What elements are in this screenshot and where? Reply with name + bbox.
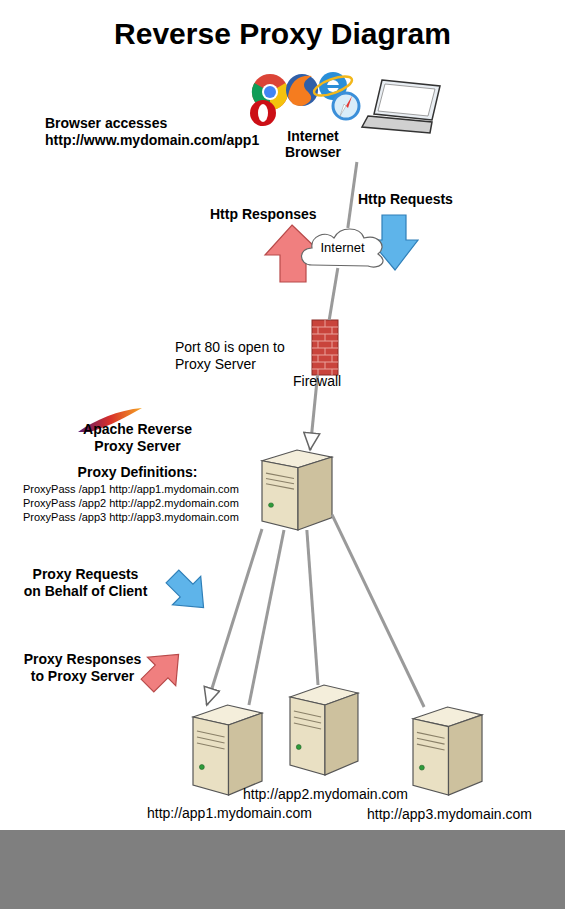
proxy-definition: ProxyPass /app2 http://app2.mydomain.com: [23, 496, 239, 510]
opera-icon: [258, 104, 268, 122]
flow-label: Http Responses: [210, 206, 317, 223]
browser-icons: [250, 72, 359, 126]
note-label: Browser accesses http://www.mydomain.com…: [45, 115, 285, 149]
brick-joints: [312, 320, 338, 375]
note-label: Port 80 is open to Proxy Server: [175, 339, 305, 373]
connector-line: [348, 162, 357, 228]
app-server-node: http://app3.mydomain.com: [413, 707, 482, 795]
connector-line: [332, 515, 424, 707]
bottom-band: [0, 830, 565, 909]
node-heading: Apache Reverse Proxy Server: [70, 421, 205, 455]
connector-line: [329, 268, 338, 320]
browser-node: Internet Browser: [248, 70, 440, 162]
internet-cloud-node: Internet: [300, 228, 385, 268]
safari-icon: [340, 104, 346, 116]
proxy-server-node: Apache Reverse Proxy ServerProxy Definit…: [262, 450, 332, 530]
laptop-screen: [378, 84, 435, 116]
server-icon: [290, 685, 358, 775]
server-icon: [413, 707, 482, 795]
node-label: Internet Browser: [282, 128, 344, 160]
laptop-screen: [374, 80, 440, 120]
chrome-icon: [264, 86, 276, 98]
flow-label: Proxy Responses to Proxy Server: [20, 651, 145, 685]
safari-icon: [333, 93, 359, 119]
laptop: [362, 80, 440, 133]
proxy-definition: ProxyPass /app3 http://app3.mydomain.com: [23, 510, 239, 524]
flow-label: Proxy Requests on Behalf of Client: [23, 566, 148, 600]
firewall-node: Firewall: [308, 320, 338, 375]
flow-label: Http Requests: [358, 191, 453, 208]
chrome-icon: [262, 84, 278, 100]
diagram-title: Reverse Proxy Diagram: [0, 16, 565, 52]
server-url: http://app3.mydomain.com: [367, 806, 532, 822]
server-icon: [193, 705, 262, 795]
firewall-bricks: [312, 320, 338, 375]
firefox-icon: [288, 76, 312, 106]
response-arrow: [133, 640, 192, 699]
opera-icon: [250, 100, 276, 126]
server-url: http://app2.mydomain.com: [243, 786, 408, 802]
server-url: http://app1.mydomain.com: [147, 805, 312, 821]
app-server-node: http://app2.mydomain.com: [290, 685, 358, 775]
node-label: Internet: [300, 240, 385, 256]
connector-line: [307, 530, 318, 685]
firewall-wall: [312, 320, 338, 375]
safari-icon: [346, 96, 352, 108]
connector-line: [249, 530, 284, 705]
node-subheading: Proxy Definitions:: [70, 464, 205, 481]
ie-icon: [326, 85, 342, 88]
request-arrow: [158, 562, 217, 621]
proxy-definition: ProxyPass /app1 http://app1.mydomain.com: [23, 482, 239, 496]
laptop-base: [362, 116, 432, 133]
app-server-node: http://app1.mydomain.com: [193, 705, 262, 795]
node-label: Firewall: [293, 373, 341, 389]
server-icon: [262, 450, 332, 530]
